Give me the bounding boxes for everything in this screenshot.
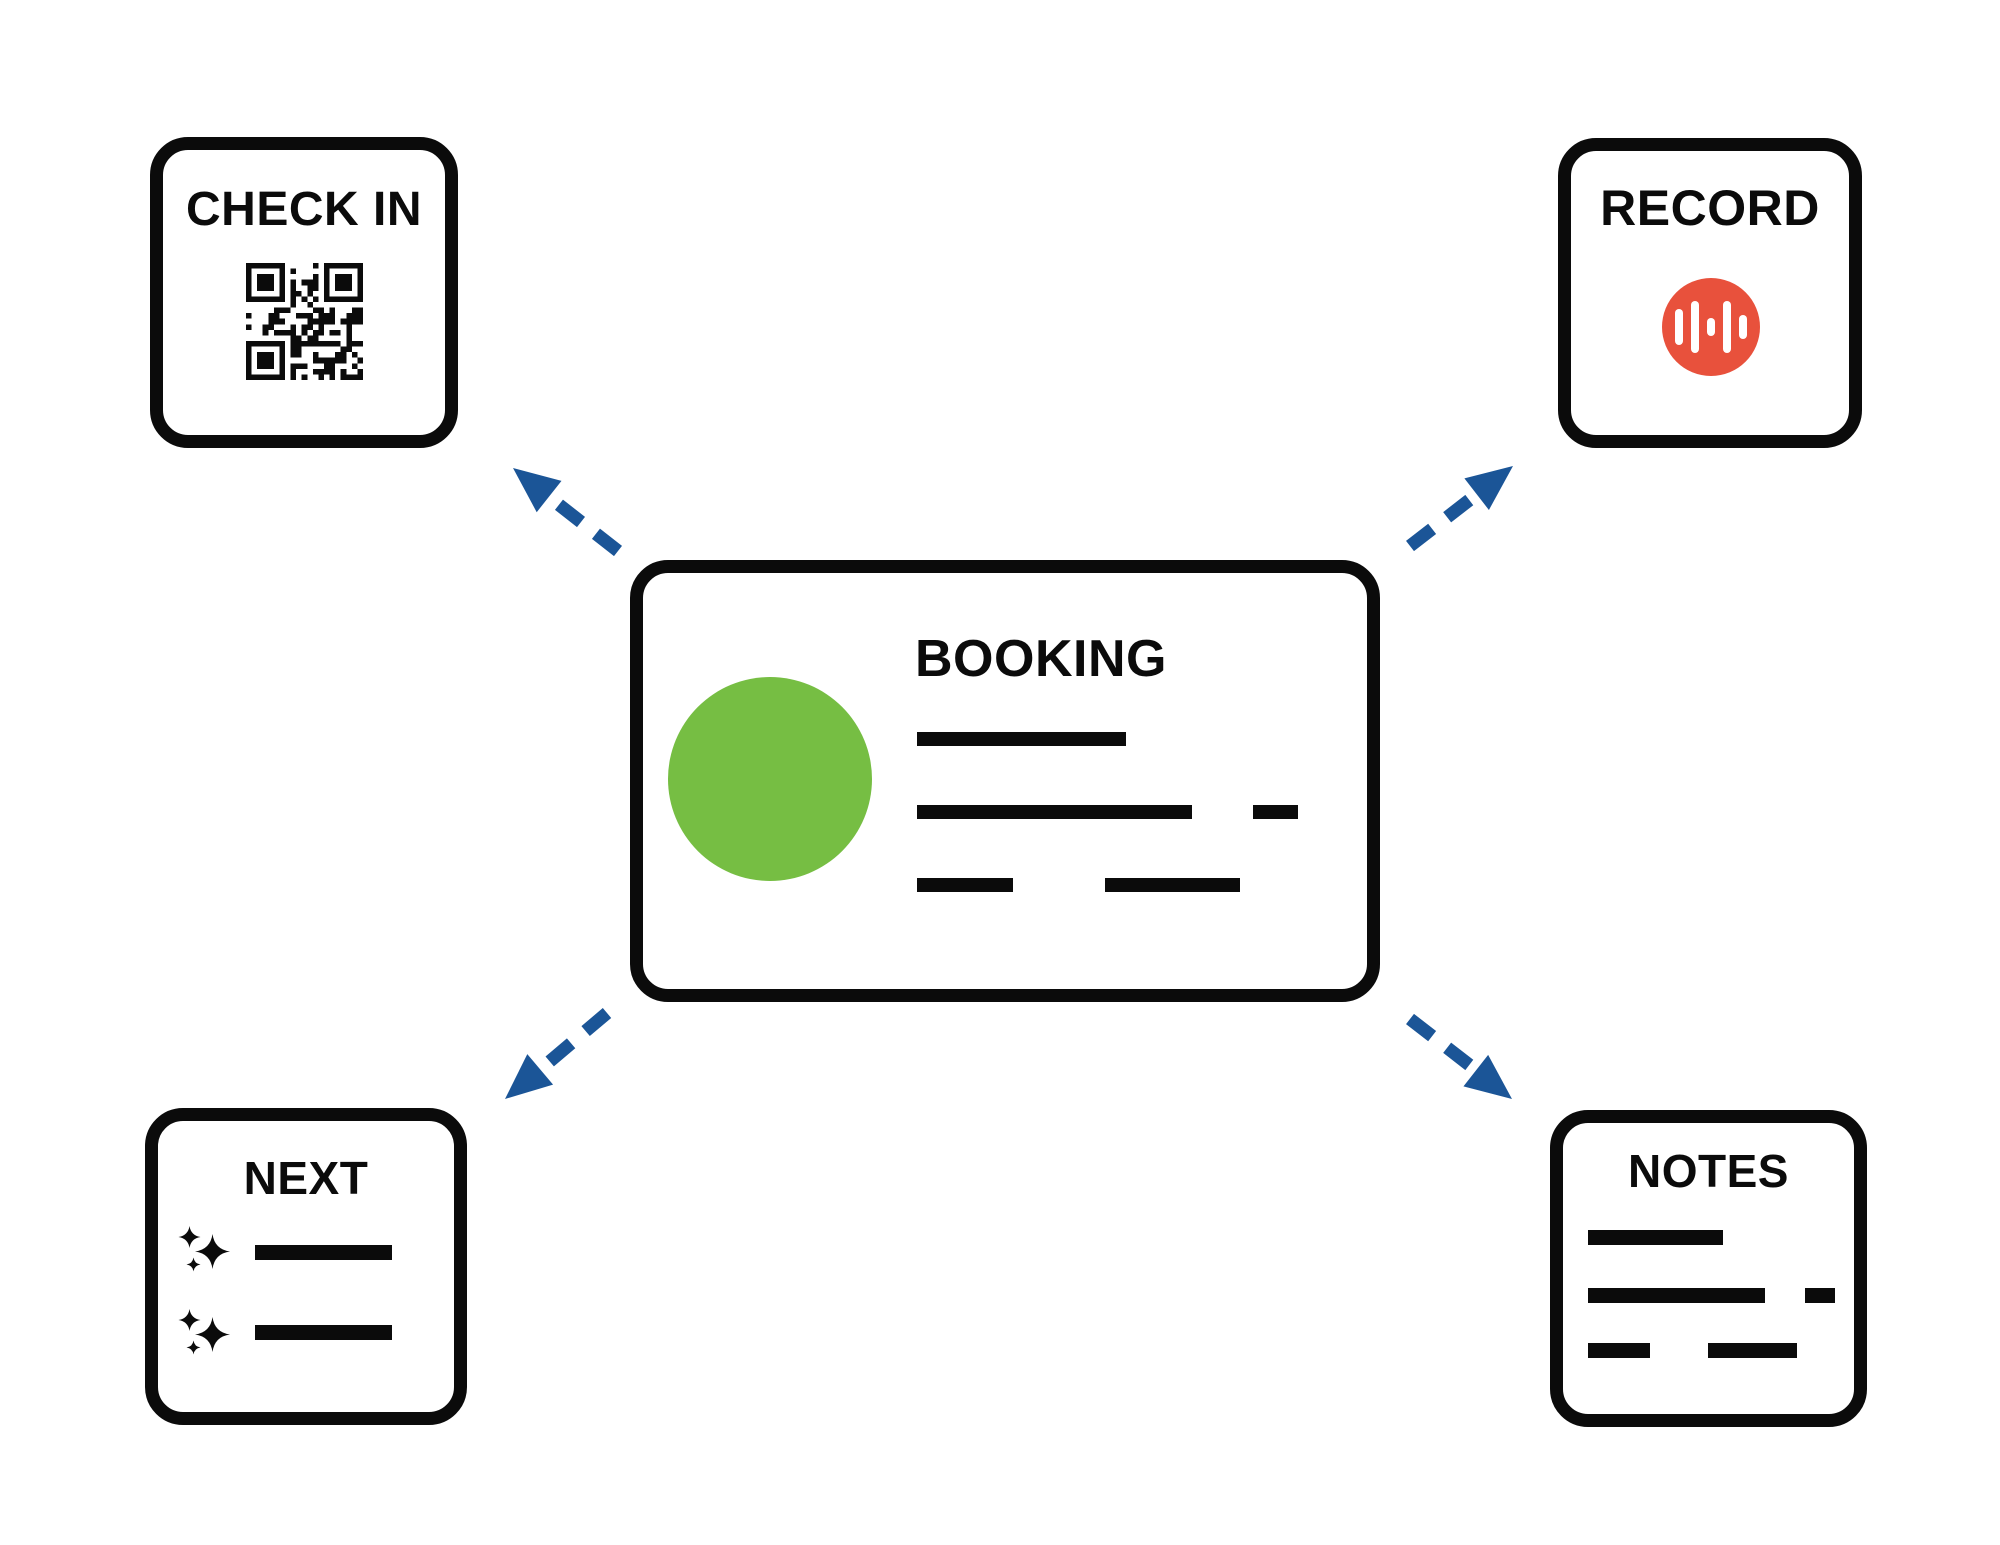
placeholder-line (917, 805, 1192, 819)
node-next: NEXT (145, 1108, 467, 1425)
node-record: RECORD (1558, 138, 1862, 448)
notes-title: NOTES (1628, 1145, 1789, 1197)
placeholder-line (1588, 1288, 1765, 1303)
record-title: RECORD (1600, 180, 1820, 236)
next-title: NEXT (243, 1152, 369, 1204)
arrow-booking-to-next-icon (505, 1008, 612, 1099)
placeholder-line (1253, 805, 1298, 819)
sparkle-list-icon (178, 1309, 230, 1355)
placeholder-line (1588, 1230, 1723, 1245)
sparkle-list-icon (178, 1226, 230, 1272)
qr-code-icon (246, 263, 363, 380)
placeholder-line (1105, 878, 1240, 892)
placeholder-line (255, 1245, 392, 1260)
placeholder-line (917, 878, 1013, 892)
arrow-booking-to-check-in-icon (513, 468, 623, 557)
avatar-circle-icon (668, 677, 872, 881)
node-check-in: CHECK IN (150, 137, 458, 448)
node-booking: BOOKING (630, 560, 1380, 1002)
arrow-booking-to-notes-icon (1406, 1013, 1512, 1099)
placeholder-line (255, 1325, 392, 1340)
node-notes: NOTES (1550, 1110, 1867, 1427)
voice-waveform-icon (1662, 278, 1760, 376)
placeholder-line (1805, 1288, 1835, 1303)
placeholder-line (917, 732, 1126, 746)
placeholder-line (1588, 1343, 1650, 1358)
placeholder-line (1708, 1343, 1797, 1358)
check-in-title: CHECK IN (185, 183, 422, 236)
arrow-booking-to-record-icon (1406, 466, 1513, 552)
booking-title: BOOKING (915, 630, 1167, 688)
